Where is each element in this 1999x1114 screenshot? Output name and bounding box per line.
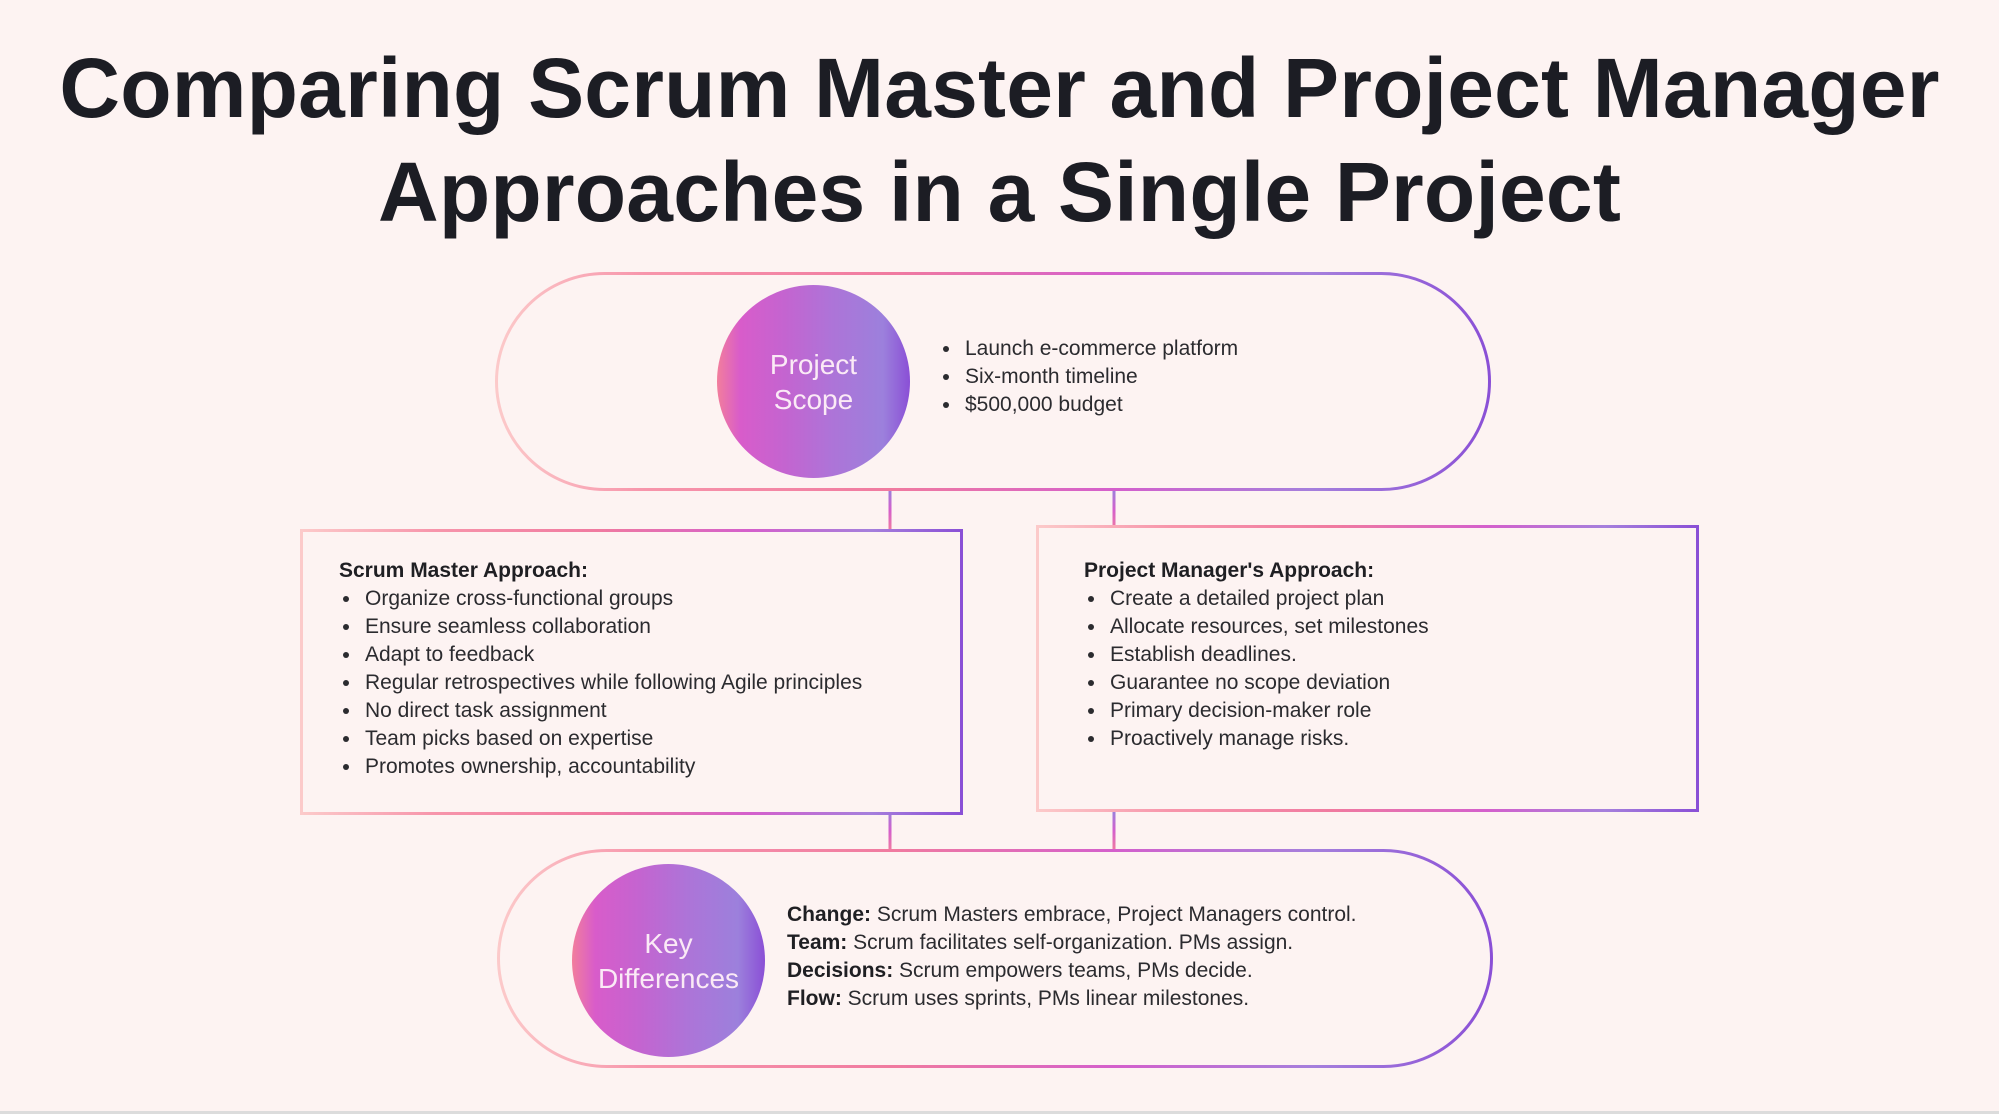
bullet-icon (943, 346, 949, 352)
list-item-text: Promotes ownership, accountability (365, 755, 696, 778)
list-item: Launch e-commerce platform (939, 335, 1238, 363)
list-item-text: Ensure seamless collaboration (365, 615, 651, 638)
key-difference-row: Change: Scrum Masters embrace, Project M… (787, 901, 1357, 929)
scrum-master-frame (300, 529, 963, 815)
scrum-master-approach: Scrum Master Approach: Organize cross-fu… (339, 557, 862, 781)
list-item: Team picks based on expertise (339, 725, 862, 753)
list-item-text: Regular retrospectives while following A… (365, 671, 863, 694)
list-item: Create a detailed project plan (1084, 585, 1429, 613)
bullet-icon (343, 652, 349, 658)
list-item: No direct task assignment (339, 697, 862, 725)
project-manager-heading: Project Manager's Approach: (1084, 559, 1375, 582)
key-difference-row: Decisions: Scrum empowers teams, PMs dec… (787, 957, 1357, 985)
bullet-icon (1088, 596, 1094, 602)
bullet-icon (343, 736, 349, 742)
bullet-icon (943, 374, 949, 380)
key-differences-frame (497, 849, 1493, 1068)
list-item-text: Launch e-commerce platform (965, 337, 1239, 360)
key-differences-circle-line-2: Differences (597, 962, 740, 994)
key-difference-row: Flow: Scrum uses sprints, PMs linear mil… (787, 985, 1357, 1013)
key-difference-label: Decisions: (787, 959, 894, 982)
key-difference-text: Scrum uses sprints, PMs linear milestone… (841, 987, 1250, 1010)
bullet-icon (343, 708, 349, 714)
project-scope-circle-line-2: Scope (773, 383, 854, 415)
list-item: Promotes ownership, accountability (339, 753, 862, 781)
list-item-text: Proactively manage risks. (1110, 727, 1350, 750)
project-manager-frame (1036, 525, 1699, 812)
bullet-icon (1088, 680, 1094, 686)
list-item-text: $500,000 budget (965, 393, 1123, 416)
bullet-icon (1088, 624, 1094, 630)
bullet-icon (343, 596, 349, 602)
key-difference-text: Scrum Masters embrace, Project Managers … (871, 903, 1357, 926)
list-item-text: Primary decision-maker role (1110, 699, 1372, 722)
bullet-icon (343, 624, 349, 630)
list-item: Establish deadlines. (1084, 641, 1429, 669)
bullet-icon (943, 402, 949, 408)
list-item-text: Guarantee no scope deviation (1110, 671, 1391, 694)
list-item-text: No direct task assignment (365, 699, 607, 722)
list-item-text: Create a detailed project plan (1110, 587, 1385, 610)
list-item: Regular retrospectives while following A… (339, 669, 862, 697)
list-item-text: Six-month timeline (965, 365, 1138, 388)
list-item: Six-month timeline (939, 363, 1238, 391)
bullet-icon (1088, 652, 1094, 658)
key-differences-list: Change: Scrum Masters embrace, Project M… (787, 901, 1357, 1013)
list-item: Organize cross-functional groups (339, 585, 862, 613)
bottom-divider (0, 1111, 1999, 1114)
bullet-icon (343, 764, 349, 770)
key-difference-text: Scrum empowers teams, PMs decide. (893, 959, 1253, 982)
key-difference-row: Team: Scrum facilitates self-organizatio… (787, 929, 1357, 957)
title-line-1: Comparing Scrum Master and Project Manag… (59, 41, 1940, 135)
bullet-icon (343, 680, 349, 686)
list-item-text: Adapt to feedback (365, 643, 535, 666)
list-item: Primary decision-maker role (1084, 697, 1429, 725)
key-differences-circle-line-1: Key (644, 927, 693, 959)
list-item: Proactively manage risks. (1084, 725, 1429, 753)
key-difference-label: Change: (787, 903, 871, 926)
key-difference-label: Flow: (787, 987, 842, 1010)
list-item: Allocate resources, set milestones (1084, 613, 1429, 641)
key-differences-circle: Key Differences (572, 864, 765, 1057)
list-item-text: Team picks based on expertise (365, 727, 654, 750)
list-item: Ensure seamless collaboration (339, 613, 862, 641)
key-difference-label: Team: (787, 931, 848, 954)
bullet-icon (1088, 708, 1094, 714)
project-manager-list: Create a detailed project plan Allocate … (1084, 585, 1429, 753)
list-item: $500,000 budget (939, 391, 1238, 419)
list-item: Guarantee no scope deviation (1084, 669, 1429, 697)
list-item-text: Organize cross-functional groups (365, 587, 674, 610)
project-scope-circle-line-1: Project (769, 348, 858, 380)
list-item-text: Allocate resources, set milestones (1110, 615, 1429, 638)
key-difference-text: Scrum facilitates self-organization. PMs… (847, 931, 1294, 954)
project-scope-circle: Project Scope (717, 285, 910, 478)
project-scope-list: Launch e-commerce platform Six-month tim… (939, 335, 1238, 419)
list-item: Adapt to feedback (339, 641, 862, 669)
title-line-2: Approaches in a Single Project (378, 145, 1621, 239)
project-manager-approach: Project Manager's Approach: Create a det… (1084, 557, 1429, 753)
scrum-master-heading: Scrum Master Approach: (339, 559, 588, 582)
bullet-icon (1088, 736, 1094, 742)
scrum-master-list: Organize cross-functional groups Ensure … (339, 585, 862, 781)
project-scope-frame (495, 272, 1491, 491)
page-title: Comparing Scrum Master and Project Manag… (0, 36, 1999, 244)
list-item-text: Establish deadlines. (1110, 643, 1297, 666)
